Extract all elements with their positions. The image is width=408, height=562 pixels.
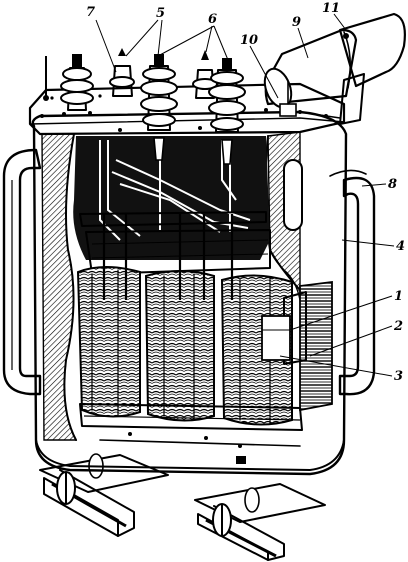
callout-9: 9 (292, 15, 301, 30)
leader-lines (95, 13, 395, 377)
callout-1: 1 (394, 289, 403, 304)
lv-bushing-mid (109, 48, 135, 97)
radiator-fins (261, 280, 333, 412)
lower-yoke (79, 403, 303, 464)
coils (76, 266, 293, 426)
bushings (43, 48, 246, 165)
hv-bushing-1 (140, 54, 178, 161)
callout-5: 5 (156, 6, 165, 21)
coil-phase-a (76, 266, 141, 418)
callout-2: 2 (393, 319, 403, 334)
callout-11: 11 (322, 1, 340, 16)
callout-10: 10 (240, 33, 258, 48)
tank-bottom-rim (35, 439, 345, 471)
thermometer-post (43, 56, 49, 101)
window-slot (283, 159, 303, 231)
callout-labels: 7 5 6 10 9 11 8 4 1 2 3 (86, 1, 405, 384)
hv-bushing-2 (208, 58, 246, 165)
tap-changer (261, 315, 291, 361)
tie-rods (102, 214, 234, 300)
lv-bushing-left (60, 54, 94, 111)
coil-phase-c (220, 274, 293, 426)
wheel-right (212, 487, 260, 537)
callout-6: 6 (208, 12, 217, 27)
callout-8: 8 (388, 177, 397, 192)
conservator (263, 12, 406, 125)
callout-4: 4 (396, 239, 405, 254)
callout-3: 3 (394, 369, 403, 384)
gas-relay (279, 103, 297, 117)
lv-bushing-2 (192, 50, 218, 99)
coil-phase-b (144, 270, 215, 422)
cover-bolts (40, 94, 328, 132)
rail-right (197, 505, 285, 561)
right-handle (329, 169, 376, 396)
cut-wall-left (41, 133, 78, 441)
callout-7: 7 (86, 5, 95, 20)
left-handle (2, 148, 42, 396)
